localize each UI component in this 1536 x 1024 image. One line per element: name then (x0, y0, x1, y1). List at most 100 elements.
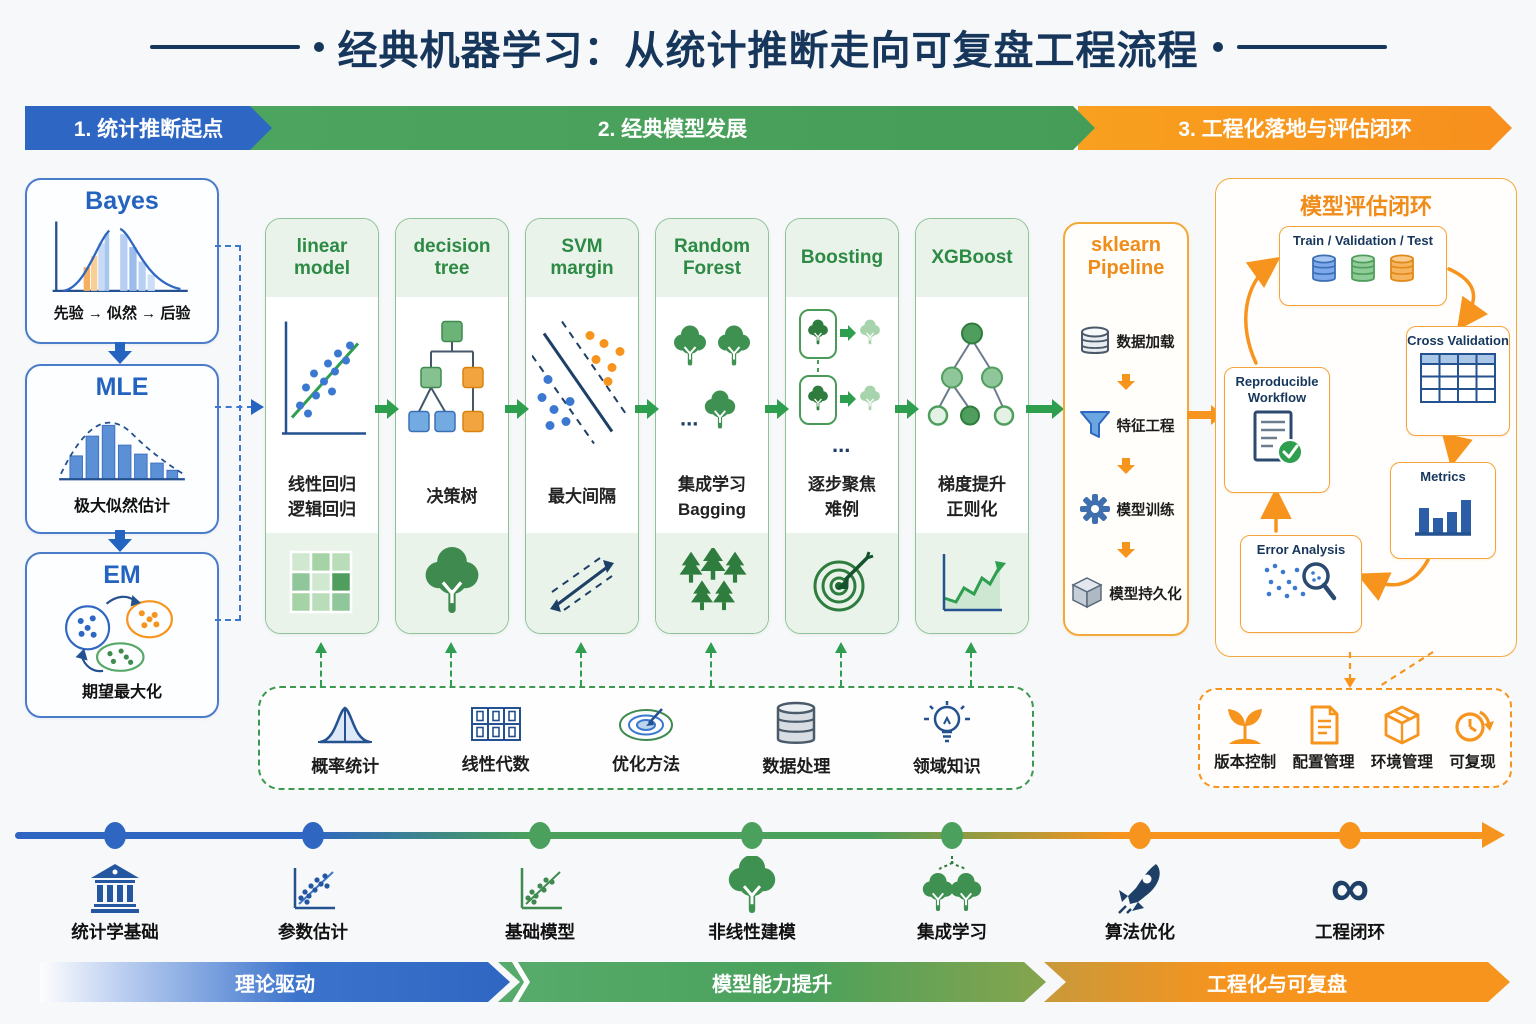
pipeline-step-train: 模型训练 (1065, 492, 1187, 526)
blue-arrowhead-icon (251, 399, 264, 415)
stats-connector-dash (239, 245, 241, 621)
right-arrow-icon (765, 399, 789, 419)
bottom-banner-capability: 模型能力提升 (498, 962, 1046, 1002)
title-rule-right (1236, 45, 1387, 49)
phase-banner-2: 2. 经典模型发展 (250, 106, 1095, 150)
foundations-box: 概率统计 线性代数 优化方法 (258, 686, 1034, 790)
cross-validation-node: Cross Validation (1406, 326, 1510, 436)
boosted-tree-graph-illustration (916, 297, 1028, 465)
test-db-icon (1390, 254, 1414, 283)
database-icon (777, 701, 816, 744)
right-arrow-icon (375, 399, 399, 419)
timeline-dot (741, 822, 763, 849)
column-title: Boosting (800, 247, 884, 269)
cluster-cycle-icon (27, 590, 217, 676)
title-bar: 经典机器学习：从统计推断走向可复盘工程流程 (0, 18, 1536, 76)
bottom-banner-engineering: 工程化与可复盘 (1044, 962, 1510, 1002)
phase-banner-3: 3. 工程化落地与评估闭环 (1078, 106, 1512, 150)
svm-hyperplane-illustration (526, 297, 638, 465)
foundation-item-data-processing: 数据处理 (762, 700, 830, 777)
infinity-icon: ∞ (1330, 858, 1370, 918)
title-rule-left (149, 45, 300, 49)
mle-title: MLE (95, 373, 149, 401)
cross-validation-label: Cross Validation (1407, 333, 1509, 348)
histogram-curve-icon (27, 402, 217, 490)
right-arrow-icon (895, 399, 919, 419)
engineering-box: 版本控制 配置管理 环境管理 可复现 (1198, 688, 1512, 788)
column-title: XGBoost (931, 247, 1013, 269)
mle-caption: 极大似然估计 (73, 498, 170, 515)
split-bell-curve-icon (27, 216, 217, 300)
cv-table-icon (1420, 353, 1496, 404)
workflow-doc-check-icon (1253, 410, 1303, 465)
foundation-item-probability: 概率统计 (311, 700, 379, 777)
model-evaluation-loop-box: 模型评估闭环 Train / Validation / Test Cross V… (1215, 178, 1517, 657)
clock-repeat-icon (1454, 710, 1494, 742)
phase-banner-2-label: 2. 经典模型发展 (597, 118, 748, 141)
bell-curve-icon (318, 706, 373, 743)
engineering-item-environment: 环境管理 (1371, 704, 1433, 772)
svg-text:...: ... (832, 432, 850, 457)
timeline-dot (302, 822, 324, 849)
down-arrow-icon (1117, 458, 1135, 474)
stat-box-em: EM 期望最大化 (25, 552, 219, 718)
timeline-item-statistics: 统计学基础 (40, 852, 190, 944)
model-column-boosting: Boosting ... 逐步聚焦 难例 (785, 218, 899, 634)
bayes-connector-dash (215, 245, 241, 247)
forest-icon (656, 533, 768, 633)
column-title: Random Forest (674, 236, 750, 279)
foundation-label: 线性代数 (461, 754, 530, 774)
foundation-arrow (964, 642, 977, 686)
model-column-svm: SVM margin 最大间隔 (525, 218, 639, 634)
engineering-item-config: 配置管理 (1293, 704, 1355, 772)
database-icon (1080, 326, 1109, 354)
evaluation-loop-arrows (1244, 256, 1489, 602)
column-caption: 逻辑回归 (288, 500, 356, 519)
timeline-dot (529, 822, 551, 849)
timeline-item-engineering-loop: ∞ 工程闭环 (1275, 852, 1425, 944)
timeline-label: 非线性建模 (708, 922, 796, 942)
bayes-title: Bayes (85, 187, 159, 215)
column-title: linear model (294, 236, 350, 279)
column-caption: 正则化 (946, 500, 998, 519)
right-arrow-icon (635, 399, 659, 419)
timeline-label: 统计学基础 (71, 922, 159, 942)
timeline-label: 参数估计 (278, 922, 348, 942)
pipeline-step-label: 数据加载 (1116, 334, 1175, 351)
em-connector-dash (215, 619, 241, 621)
column-caption: 逐步聚焦 (808, 474, 876, 494)
column-title: decision tree (413, 236, 491, 279)
sklearn-pipeline-box: sklearn Pipeline 数据加载 特征工程 (1063, 222, 1189, 636)
matrix-icon (470, 706, 521, 741)
foundation-arrow (574, 642, 587, 686)
timeline-dot (1129, 822, 1151, 849)
tree-icon (724, 852, 780, 914)
column-caption: Bagging (678, 500, 746, 519)
scatter-green-icon (514, 852, 566, 914)
right-arrow-icon (505, 399, 529, 419)
bottom-banner-theory: 理论驱动 (40, 962, 510, 1002)
bottom-banner-label: 模型能力提升 (712, 973, 832, 996)
validation-db-icon (1351, 254, 1375, 283)
em-title: EM (103, 561, 141, 589)
package-icon (1384, 705, 1420, 745)
config-doc-icon (1310, 705, 1339, 745)
pipeline-step-data-load: 数据加载 (1065, 324, 1187, 358)
timeline-label: 工程闭环 (1315, 922, 1385, 942)
metrics-node: Metrics (1390, 462, 1496, 559)
sprout-icon (1228, 709, 1263, 744)
train-validation-test-node: Train / Validation / Test (1279, 226, 1447, 306)
margin-arrows-icon (526, 533, 638, 633)
foundation-arrow (704, 642, 717, 686)
metrics-bars-icon (1415, 500, 1471, 536)
page-title: 经典机器学习：从统计推断走向可复盘工程流程 (337, 29, 1199, 73)
foundation-label: 概率统计 (311, 756, 380, 776)
down-arrow-icon (108, 342, 132, 364)
column-title: SVM margin (550, 236, 614, 279)
timeline-item-base-models: 基础模型 (465, 852, 615, 944)
scatter-regression-illustration (266, 297, 378, 465)
column-caption: 梯度提升 (938, 474, 1006, 494)
right-arrow-icon (1026, 399, 1064, 419)
gear-icon (1079, 494, 1110, 524)
engineering-label: 版本控制 (1214, 754, 1277, 771)
